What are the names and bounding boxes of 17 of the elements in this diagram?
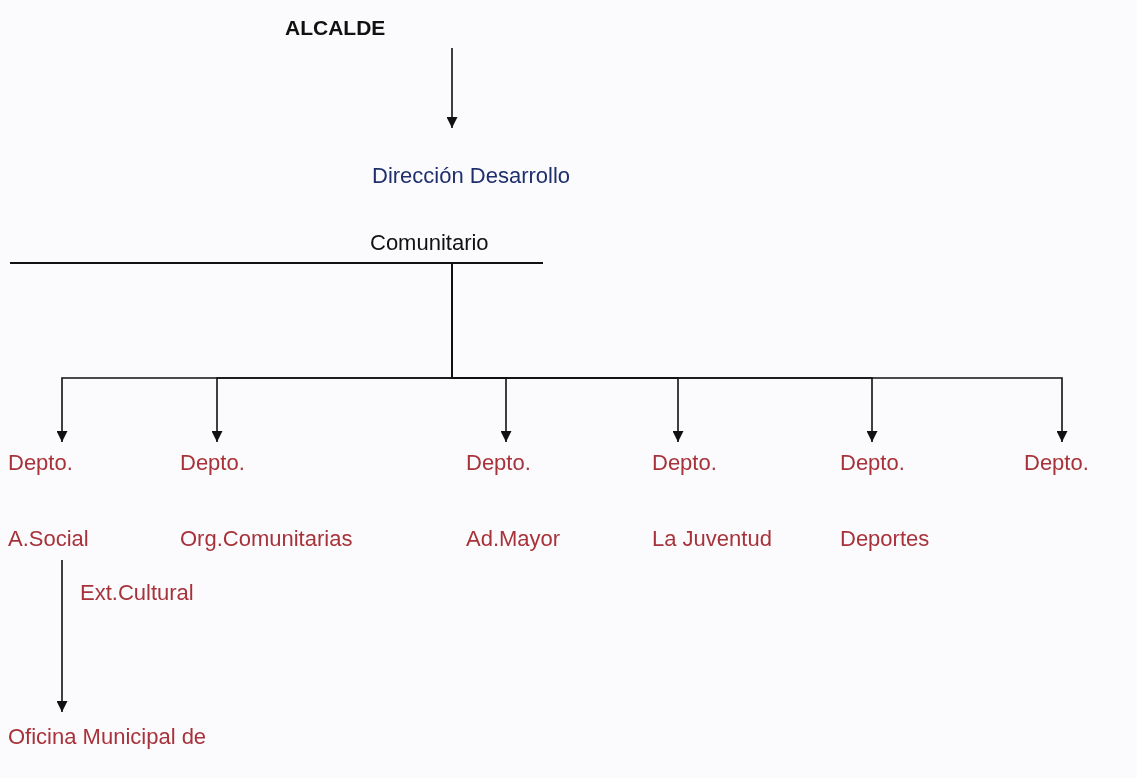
- arrow: [56, 559, 68, 713]
- arrow: [446, 47, 458, 129]
- org-label: Ad.Mayor: [466, 526, 561, 552]
- org-label: ALCALDE: [285, 15, 386, 41]
- org-label: Org.Comunitarias: [180, 526, 353, 552]
- org-label: Deportes: [840, 526, 930, 552]
- org-label: Dirección Desarrollo: [372, 163, 571, 189]
- org-label: Depto.: [180, 450, 245, 476]
- org-label: Depto.: [8, 450, 73, 476]
- org-label: A.Social: [8, 526, 89, 552]
- org-label: La Juventud: [652, 526, 772, 552]
- org-label: Comunitario: [370, 230, 489, 256]
- org-label: Depto.: [1024, 450, 1089, 476]
- org-label: Depto.: [652, 450, 717, 476]
- org-label: Oficina Municipal de: [8, 724, 207, 750]
- org-label: Depto.: [840, 450, 905, 476]
- org-label: Depto.: [466, 450, 531, 476]
